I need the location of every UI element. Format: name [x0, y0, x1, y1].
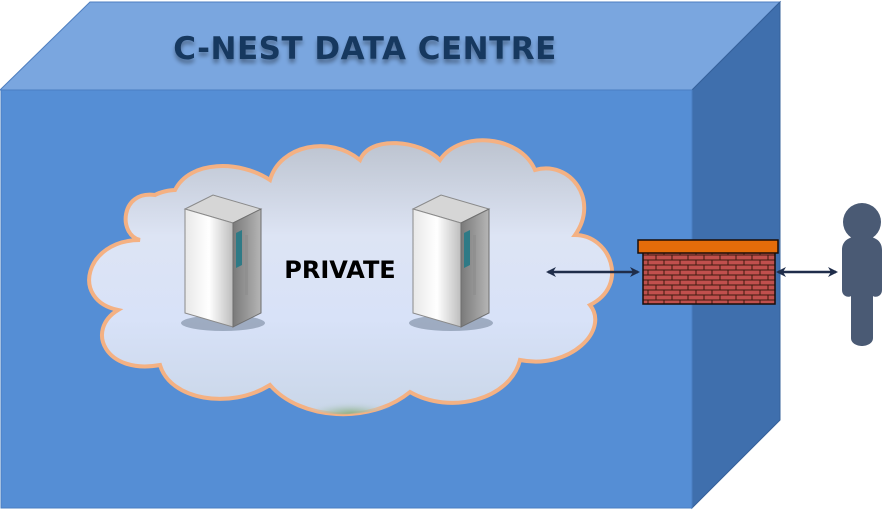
server-icon: [181, 194, 265, 331]
cloud-label: PRIVATE: [284, 256, 395, 284]
server-icon: [409, 194, 493, 331]
user-person-icon: [842, 203, 882, 346]
brick-firewall-icon: [637, 239, 779, 305]
diagram-title: C-NEST DATA CENTRE: [173, 31, 557, 67]
